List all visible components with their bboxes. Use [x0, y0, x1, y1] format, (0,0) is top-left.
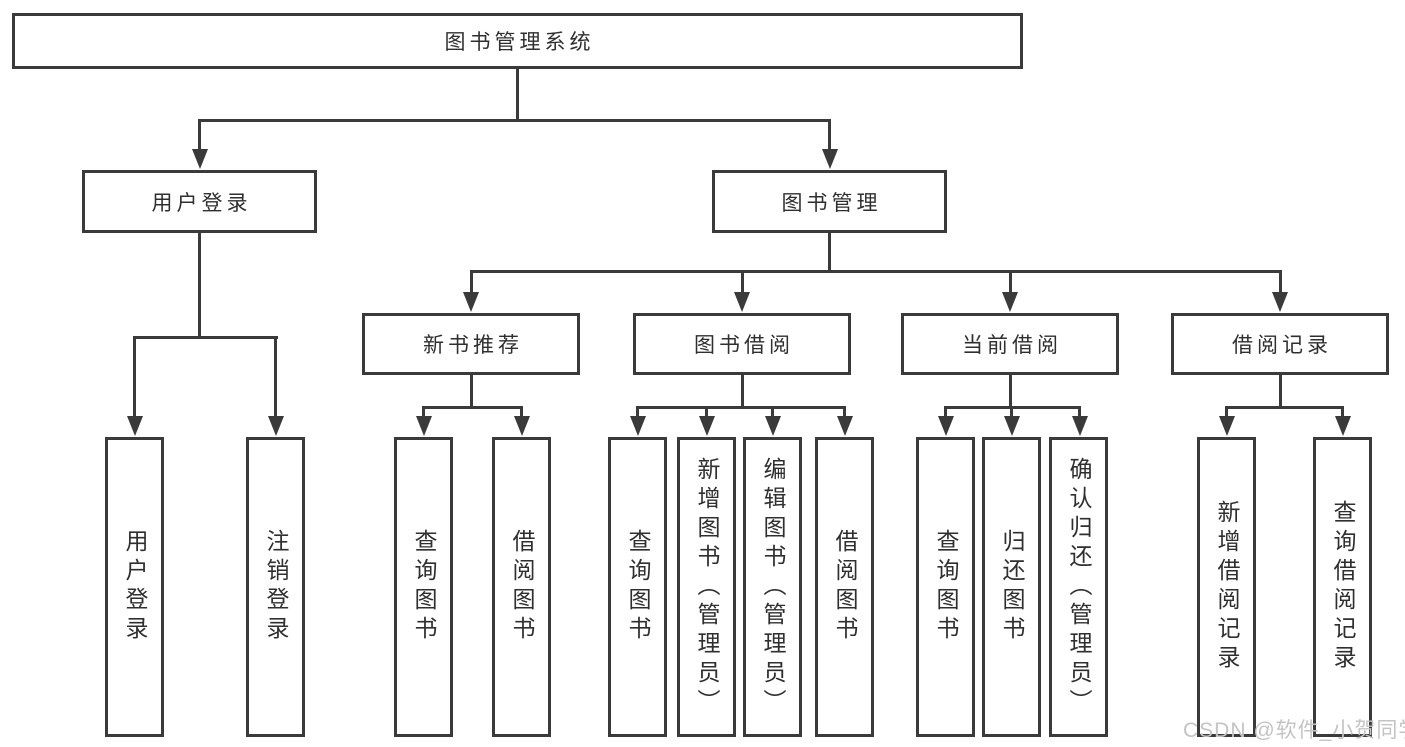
node-leaf-query-borrow-record: 查询借阅记录 [1313, 437, 1372, 737]
node-borrow-record: 借阅记录 [1171, 313, 1389, 375]
connector-line [1010, 406, 1013, 421]
node-label: 查询借阅记录 [1330, 500, 1356, 674]
node-leaf-return-book: 归还图书 [982, 437, 1041, 737]
connector-line [516, 69, 519, 122]
arrow-down-icon [734, 292, 750, 312]
arrow-down-icon [1003, 416, 1020, 436]
connector-line [828, 233, 831, 273]
connector-line [740, 375, 744, 409]
node-leaf-query-book-1: 查询图书 [394, 437, 453, 737]
node-label: 新增图书（管理员） [694, 456, 720, 718]
node-label: 借阅图书 [509, 529, 535, 645]
connector-line [198, 119, 201, 152]
connector-line [422, 406, 425, 421]
arrow-down-icon [513, 416, 530, 436]
connector-line [705, 406, 708, 421]
connector-line [1008, 375, 1012, 409]
node-root-library-system: 图书管理系统 [12, 13, 1023, 69]
connector-line [198, 119, 831, 122]
arrow-down-icon [415, 416, 432, 436]
node-leaf-user-login: 用户登录 [105, 437, 164, 737]
arrow-down-icon [126, 416, 143, 436]
connector-line [828, 119, 831, 152]
node-label: 图书借阅 [694, 334, 794, 357]
connector-line [422, 406, 523, 409]
connector-line [636, 406, 846, 409]
node-label: 借阅图书 [832, 529, 858, 645]
node-user-login-branch: 用户登录 [82, 170, 317, 233]
node-label: 编辑图书（管理员） [760, 456, 786, 718]
node-label: 当前借阅 [962, 334, 1062, 357]
arrow-down-icon [764, 416, 781, 436]
node-leaf-query-book-2: 查询图书 [608, 437, 667, 737]
node-label: 确认归还（管理员） [1066, 456, 1092, 718]
arrow-down-icon [629, 416, 646, 436]
node-leaf-add-borrow-record: 新增借阅记录 [1197, 437, 1256, 737]
connector-line [520, 406, 523, 421]
connector-line [1278, 269, 1282, 296]
node-label: 图书管理系统 [444, 31, 595, 54]
node-label: 查询图书 [933, 529, 959, 645]
node-leaf-confirm-return-admin: 确认归还（管理员） [1049, 437, 1108, 737]
connector-line [1008, 269, 1012, 296]
arrow-down-icon [267, 416, 284, 436]
connector-line [469, 269, 1282, 273]
connector-line [1225, 406, 1228, 421]
connector-line [198, 233, 201, 339]
connector-line [1078, 406, 1081, 421]
node-label: 图书管理 [781, 191, 882, 215]
connector-line [771, 406, 774, 421]
node-label: 注销登录 [263, 529, 289, 645]
node-book-management-branch: 图书管理 [712, 170, 947, 233]
node-leaf-edit-book-admin: 编辑图书（管理员） [743, 437, 802, 737]
connector-line [1341, 406, 1344, 421]
node-label: 查询图书 [411, 529, 437, 645]
node-leaf-query-book-3: 查询图书 [916, 437, 975, 737]
arrow-down-icon [698, 416, 715, 436]
connector-line [1278, 375, 1282, 409]
connector-line [636, 406, 639, 421]
arrow-down-icon [836, 416, 853, 436]
connector-line [133, 335, 278, 339]
arrow-down-icon [821, 149, 838, 169]
node-label: 新书推荐 [423, 334, 523, 357]
watermark: CSDN @软件_小贺同学 [1183, 719, 1405, 742]
connector-line [740, 269, 744, 296]
node-current-borrow: 当前借阅 [901, 313, 1119, 375]
node-label: 用户登录 [151, 191, 252, 215]
arrow-down-icon [937, 416, 954, 436]
connector-line [1225, 406, 1344, 409]
node-leaf-borrow-book-1: 借阅图书 [492, 437, 551, 737]
connector-line [944, 406, 947, 421]
arrow-down-icon [463, 292, 479, 312]
node-label: 用户登录 [122, 529, 148, 645]
connector-line [843, 406, 846, 421]
connector-line [469, 269, 473, 296]
node-leaf-add-book-admin: 新增图书（管理员） [677, 437, 736, 737]
node-leaf-borrow-book-2: 借阅图书 [815, 437, 874, 737]
connector-line [274, 335, 277, 421]
arrow-down-icon [191, 149, 208, 169]
arrow-down-icon [1334, 416, 1351, 436]
node-new-book-recommend: 新书推荐 [362, 313, 580, 375]
arrow-down-icon [1218, 416, 1235, 436]
node-label: 借阅记录 [1232, 334, 1332, 357]
arrow-down-icon [1002, 292, 1018, 312]
node-book-borrow: 图书借阅 [633, 313, 851, 375]
node-label: 查询图书 [625, 529, 651, 645]
arrow-down-icon [1071, 416, 1088, 436]
connector-line [469, 375, 473, 409]
connector-line [133, 335, 136, 421]
arrow-down-icon [1272, 292, 1288, 312]
node-label: 新增借阅记录 [1214, 500, 1240, 674]
node-label: 归还图书 [999, 529, 1025, 645]
node-leaf-logout: 注销登录 [246, 437, 305, 737]
